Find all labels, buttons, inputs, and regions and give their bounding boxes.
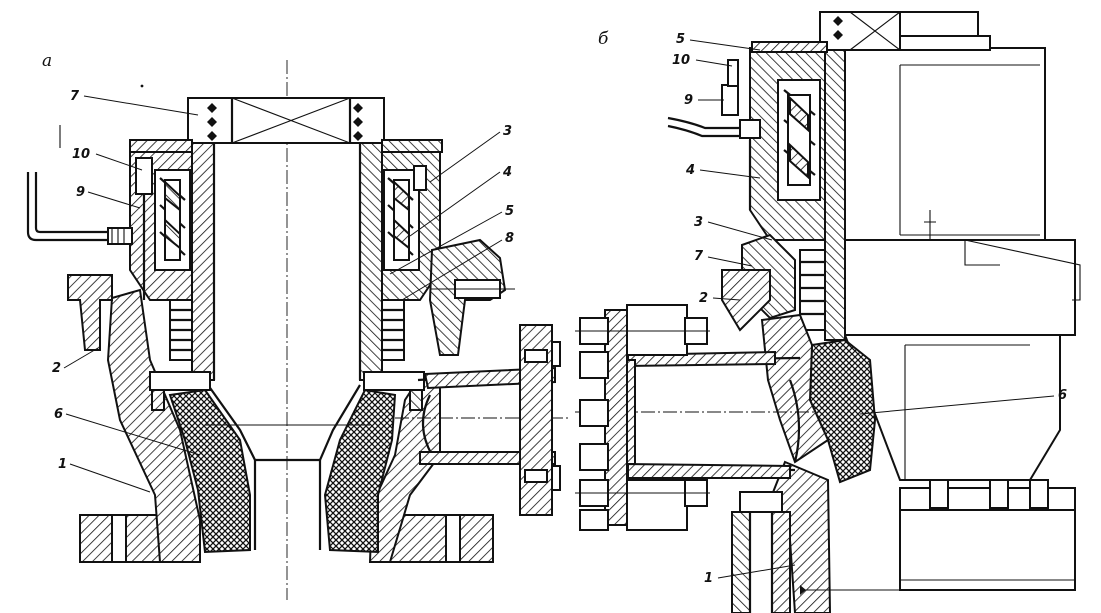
- flange-bolt-hole-right: [445, 514, 461, 563]
- callout-b-4: 4: [685, 163, 695, 178]
- callout-a-4: 4: [502, 165, 512, 180]
- top-cap-right: [381, 139, 443, 153]
- callout-b-6: 6: [1058, 388, 1067, 403]
- callout-a-6: 6: [54, 407, 63, 422]
- seal-pack-right: [381, 299, 405, 361]
- lube-pipe: [26, 172, 108, 242]
- stray-dot: [140, 84, 144, 88]
- sleeve-left-wall: [191, 139, 215, 381]
- callout-b-9: 9: [684, 93, 693, 108]
- frame-middle: [839, 239, 1076, 336]
- lower-nut-right: [363, 371, 425, 391]
- callout-a-5: 5: [505, 204, 514, 219]
- flange-bolt-block-top: [626, 304, 688, 356]
- callout-a-2: 2: [52, 361, 61, 376]
- callout-a-10: 10: [72, 147, 90, 162]
- grease-nipple-b: [727, 59, 739, 87]
- gearbox-top-cap: [899, 11, 979, 37]
- lube-fitting: [107, 227, 133, 245]
- housing-body-left: [106, 288, 201, 563]
- roller-bearing-b: [777, 79, 821, 201]
- top-cap-left: [129, 139, 193, 153]
- flange-bolt-hole-left: [111, 514, 127, 563]
- top-drive-block: [187, 97, 385, 144]
- cap-screw-right: [413, 165, 427, 191]
- callout-b-2: 2: [699, 291, 708, 306]
- anchor-column-right: [771, 511, 791, 613]
- bore-throat: [207, 384, 361, 462]
- side-bracket-left: [67, 274, 113, 351]
- callout-a-7: 7: [70, 89, 80, 104]
- lube-pipe-b: [667, 116, 740, 130]
- lining-right: [323, 388, 397, 554]
- callout-a-8: 8: [505, 231, 514, 246]
- callout-b-5: 5: [676, 32, 685, 47]
- callouts-b: 5 10 9 4 3 7 2 6 1: [672, 32, 1067, 586]
- panel-letter-b: б: [598, 29, 609, 49]
- gearbox-vent: [924, 210, 936, 240]
- gearbox-body: [839, 47, 1046, 241]
- lube-valve-b: [721, 84, 739, 116]
- clamp-2-b: [721, 269, 771, 332]
- anchor-nut-b: [739, 491, 783, 513]
- callout-a-3: 3: [503, 124, 512, 139]
- drive-shaft-wall: [824, 29, 846, 341]
- flange-bolts-b: [575, 317, 710, 531]
- hopper-body: [843, 334, 1061, 481]
- foot-bolts: [929, 479, 1049, 509]
- drive-cross-mark: [231, 97, 351, 144]
- roller-bearing-left: [154, 169, 191, 271]
- assembly-a: [26, 60, 570, 600]
- lining-b: [808, 338, 877, 484]
- grease-nipple: [135, 157, 153, 195]
- housing-body-b: [760, 313, 830, 464]
- callout-a-1: 1: [58, 457, 67, 472]
- seal-pack-b: [799, 249, 826, 331]
- seal-pack-left: [169, 299, 193, 361]
- assembly-b: [575, 11, 1081, 613]
- callout-b-7: 7: [694, 249, 704, 264]
- flange-bolt-block-bottom: [626, 479, 688, 531]
- lower-nut-left: [149, 371, 211, 391]
- callout-a-9: 9: [76, 185, 85, 200]
- drive-diamonds: [207, 103, 363, 141]
- anchor-column-left: [731, 511, 751, 613]
- foot-base: [899, 509, 1076, 591]
- callout-b-10: 10: [672, 53, 690, 68]
- callout-b-1: 1: [704, 571, 713, 586]
- sleeve-right-wall: [359, 139, 383, 381]
- callout-b-3: 3: [694, 215, 703, 230]
- callouts-a: 7 10 9 2 6 1 3 4 5 8: [52, 89, 514, 493]
- frame-rail: [964, 239, 1081, 301]
- panel-letter-a: а: [42, 51, 52, 71]
- lining-left: [168, 388, 251, 554]
- top-drive-block-b: [819, 11, 901, 51]
- top-cap-b: [751, 41, 828, 53]
